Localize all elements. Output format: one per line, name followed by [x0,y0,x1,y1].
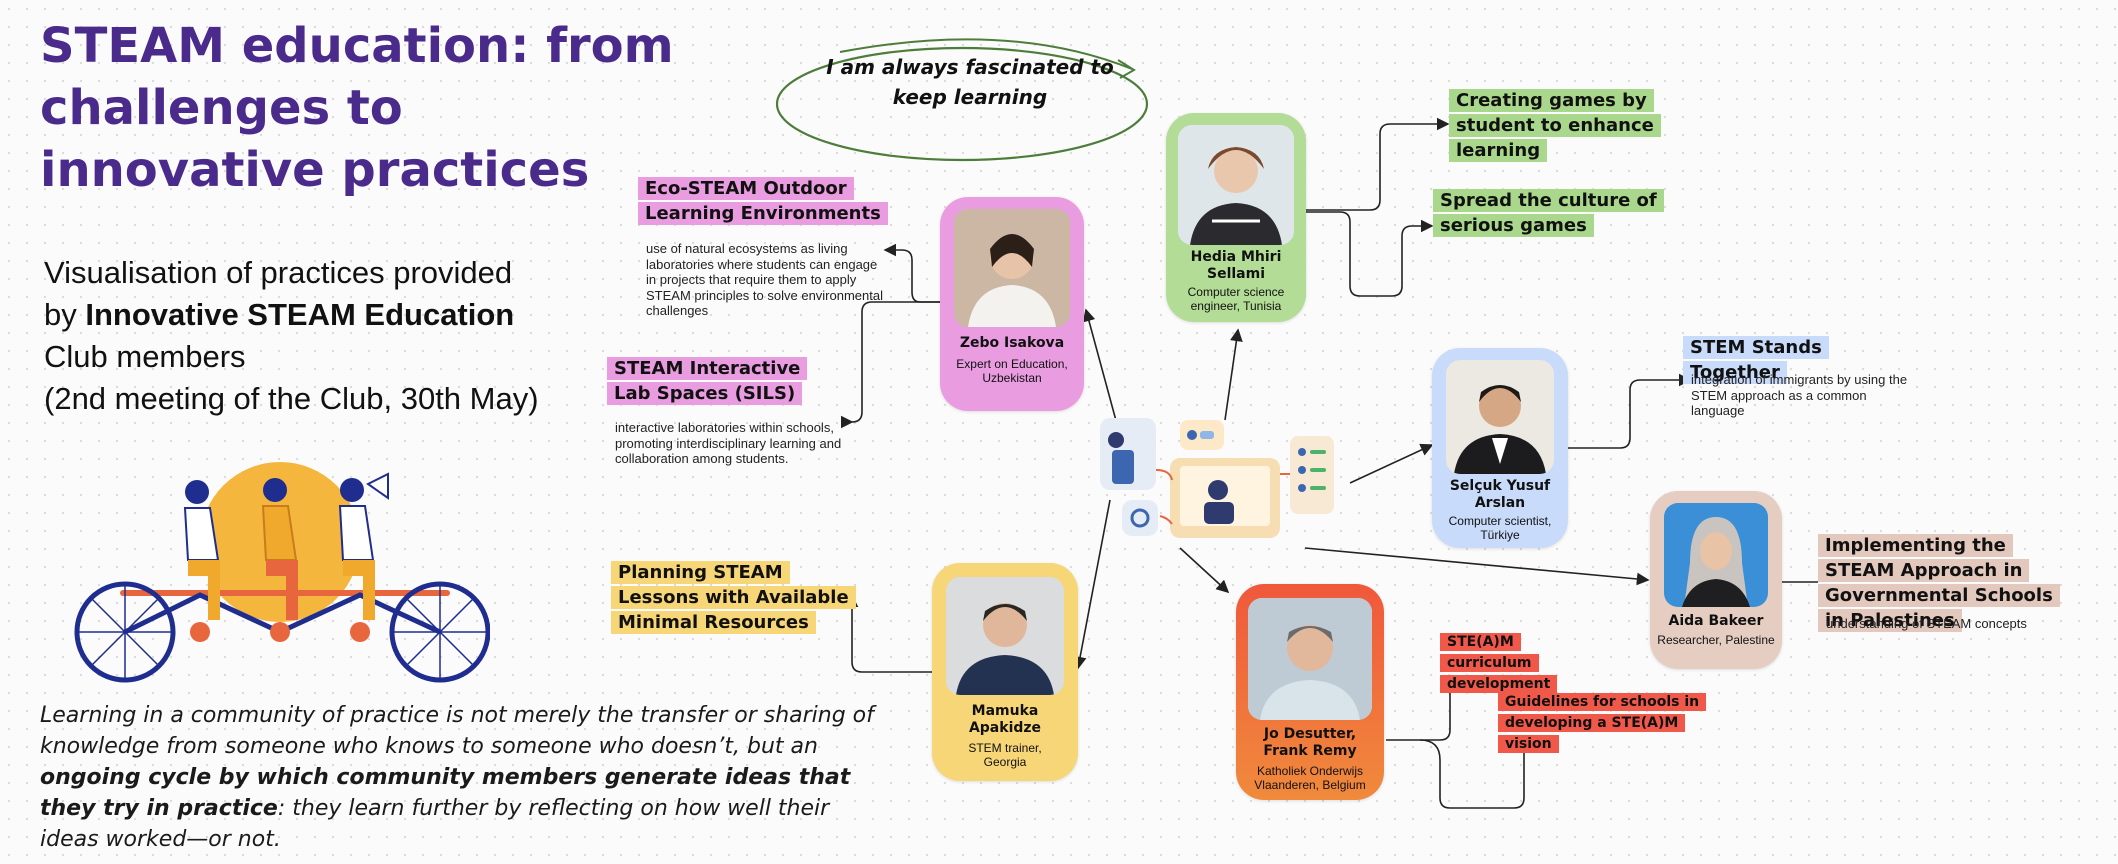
practice-title-curriculum: STE(A)M curriculum development [1440,632,1600,695]
person-role: Expert on Education, Uzbekistan [956,357,1068,385]
person-photo-icon [1248,598,1372,720]
line-mamuka-planning [845,594,932,673]
line-hub-aida [1304,547,1650,586]
practice-title-games: Creating games by student to enhance lea… [1449,88,1719,163]
line-zebo-sils [850,301,940,429]
practice-title-stem-together: STEM Stands Together [1683,335,1923,385]
practice-title-guidelines: Guidelines for schools in developing a S… [1498,692,1718,755]
hub-illustration-icon [1100,418,1334,538]
person-name: Zebo Isakova [959,335,1065,351]
line-hedia-games [1306,117,1450,211]
subtitle-line-3: Club members [44,339,246,374]
person-name: Selçuk Yusuf Arslan [1449,478,1551,511]
subtitle: Visualisation of practices provided by I… [44,252,604,420]
practice-title-palestine: Implementing the STEAM Approach in Gover… [1818,533,2078,633]
practice-desc-stem-together: integration of immigrants by using the S… [1691,372,1908,418]
person-role: Researcher, Palestine [1657,633,1775,647]
person-photo-icon [1664,503,1768,607]
practice-desc-sils: interactive laboratories within schools,… [615,420,842,466]
person-role: Computer scientist, Türkiye [1448,514,1552,542]
quote-part-1: Learning in a community of practice is n… [40,703,874,759]
practice-title-planning: Planning STEAM Lessons with Available Mi… [611,560,856,635]
person-name: Mamuka Apakidze [968,703,1042,736]
person-role: STEM trainer, Georgia [968,741,1042,769]
line-zebo-eco [883,243,940,303]
practice-desc-eco-steam: use of natural ecosystems as living labo… [646,241,883,318]
person-card-zebo: Zebo Isakova Expert on Education, Uzbeki… [940,197,1084,411]
person-photo-icon [1446,360,1554,474]
person-card-mamuka: Mamuka Apakidze STEM trainer, Georgia [932,563,1078,781]
subtitle-line-2: by Innovative STEAM Education [44,294,604,336]
subtitle-line-1: Visualisation of practices provided [44,255,513,290]
person-photo-icon [954,209,1070,327]
tandem-bicycle-illustration [74,462,490,683]
subtitle-club-name: Innovative STEAM Education [85,297,515,332]
quote-part-2: : they learn further by reflecting on ho… [40,796,830,852]
line-hub-mamuka [1073,499,1111,670]
line-hub-jo [1179,547,1230,594]
speech-bubble [775,38,1149,162]
person-name: Hedia Mhiri Sellami [1190,249,1282,282]
quote-bold: ongoing cycle by which community members… [40,765,851,821]
line-jo-curriculum [1386,678,1457,741]
practice-title-sils: STEAM Interactive Lab Spaces (SILS) [607,356,837,406]
person-name: Aida Bakeer [1668,613,1764,629]
practice-title-eco-steam: Eco-STEAM Outdoor Learning Environments [638,176,888,226]
person-photo-icon [1178,125,1294,245]
subtitle-line-4: (2nd meeting of the Club, 30th May) [44,381,539,416]
person-role: Katholiek Onderwijs Vlaanderen, Belgium [1254,764,1366,792]
person-card-selcuk: Selçuk Yusuf Arslan Computer scientist, … [1432,348,1568,548]
practice-desc-palestine: understanding of STEAM concepts [1826,616,2027,631]
line-hub-hedia [1224,328,1243,421]
community-quote: Learning in a community of practice is n… [40,700,890,855]
person-card-jo: Jo Desutter, Frank Remy Katholiek Onderw… [1236,584,1384,800]
person-role: Computer science engineer, Tunisia [1187,285,1285,313]
line-hub-selcuk [1349,443,1434,484]
line-hub-zebo [1082,308,1119,429]
person-card-aida: Aida Bakeer Researcher, Palestine [1650,491,1782,669]
person-photo-icon [946,577,1064,695]
line-jo-guidelines [1419,739,1531,809]
practice-title-serious-games: Spread the culture of serious games [1433,188,1664,238]
page-title: STEAM education: from challenges to inno… [40,18,674,198]
speech-bubble-text: I am always fascinated to keep learning [826,55,1114,109]
line-selcuk-together [1568,373,1692,449]
person-card-hedia: Hedia Mhiri Sellami Computer science eng… [1166,113,1306,322]
person-name: Jo Desutter, Frank Remy [1263,726,1357,759]
subtitle-prefix: by [44,297,86,332]
line-hedia-serious [1306,211,1434,297]
